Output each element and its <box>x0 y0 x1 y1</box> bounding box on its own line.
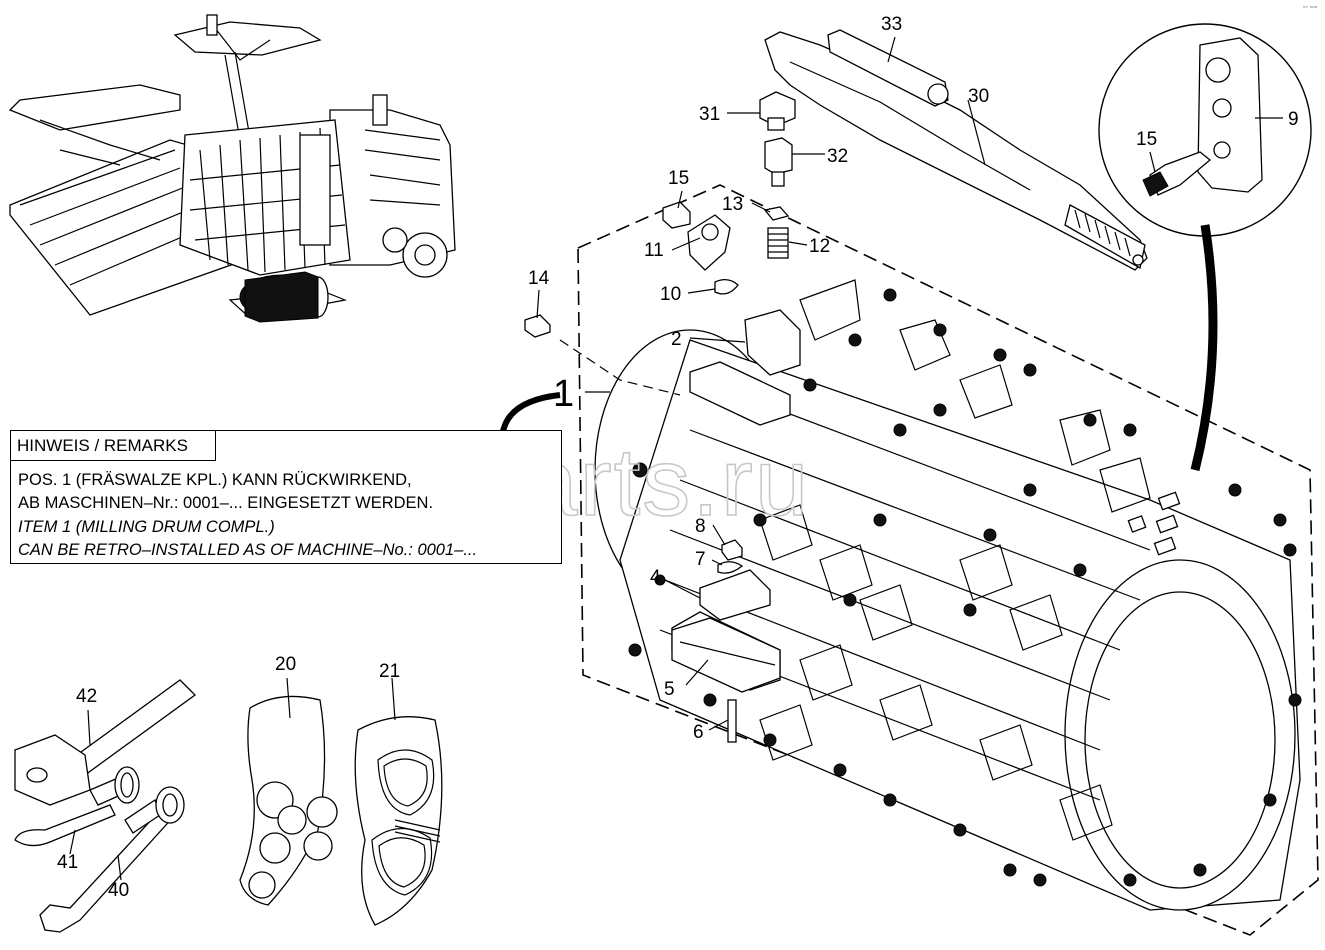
callout-15-inset: 15 <box>1136 129 1157 150</box>
callout-41: 41 <box>57 852 78 873</box>
callout-31: 31 <box>699 104 720 125</box>
callout-30: 30 <box>968 86 989 107</box>
callout-12: 12 <box>809 236 830 257</box>
loose-parts <box>524 201 790 574</box>
callout-4: 4 <box>650 567 661 588</box>
remarks-line-de-2: AB MASCHINEN–Nr.: 0001–... EINGESETZT WE… <box>18 494 434 512</box>
callout-32: 32 <box>827 146 848 167</box>
torque-wrench-assembly <box>759 29 1148 271</box>
callout-1: 1 <box>553 373 574 415</box>
callout-40: 40 <box>108 880 129 901</box>
callout-6: 6 <box>693 722 704 743</box>
bags-20-21 <box>239 695 443 926</box>
callout-10: 10 <box>660 284 681 305</box>
callout-8: 8 <box>695 516 706 537</box>
corner-mark: ◦◦ ▫▫▫ <box>1302 4 1317 11</box>
remarks-box: HINWEIS / REMARKS POS. 1 (FRÄSWALZE KPL.… <box>10 430 562 564</box>
callout-21: 21 <box>379 661 400 682</box>
callout-42: 42 <box>76 686 97 707</box>
callout-15: 15 <box>668 168 689 189</box>
holder-detail-inset <box>1098 23 1312 472</box>
remarks-line-en-2: CAN BE RETRO–INSTALLED AS OF MACHINE–No.… <box>18 541 478 559</box>
callouts: 33 30 31 32 9 15 15 13 12 11 10 14 2 1 8… <box>57 14 1299 901</box>
callout-9: 9 <box>1288 109 1299 130</box>
callout-5: 5 <box>664 679 675 700</box>
callout-20: 20 <box>275 654 296 675</box>
callout-13: 13 <box>722 194 743 215</box>
callout-2: 2 <box>671 329 682 350</box>
milling-machine-illustration <box>8 14 456 323</box>
callout-14: 14 <box>528 268 550 289</box>
hammer-and-extractors <box>14 679 196 933</box>
leader-lines <box>69 36 1283 881</box>
callout-33: 33 <box>881 14 902 35</box>
milling-drum <box>594 279 1302 911</box>
remarks-line-de-1: POS. 1 (FRÄSWALZE KPL.) KANN RÜCKWIRKEND… <box>18 471 412 489</box>
remarks-line-en-1: ITEM 1 (MILLING DRUM COMPL.) <box>18 518 275 536</box>
callout-7: 7 <box>695 549 706 570</box>
callout-11: 11 <box>644 240 664 261</box>
remarks-title: HINWEIS / REMARKS <box>11 431 216 461</box>
